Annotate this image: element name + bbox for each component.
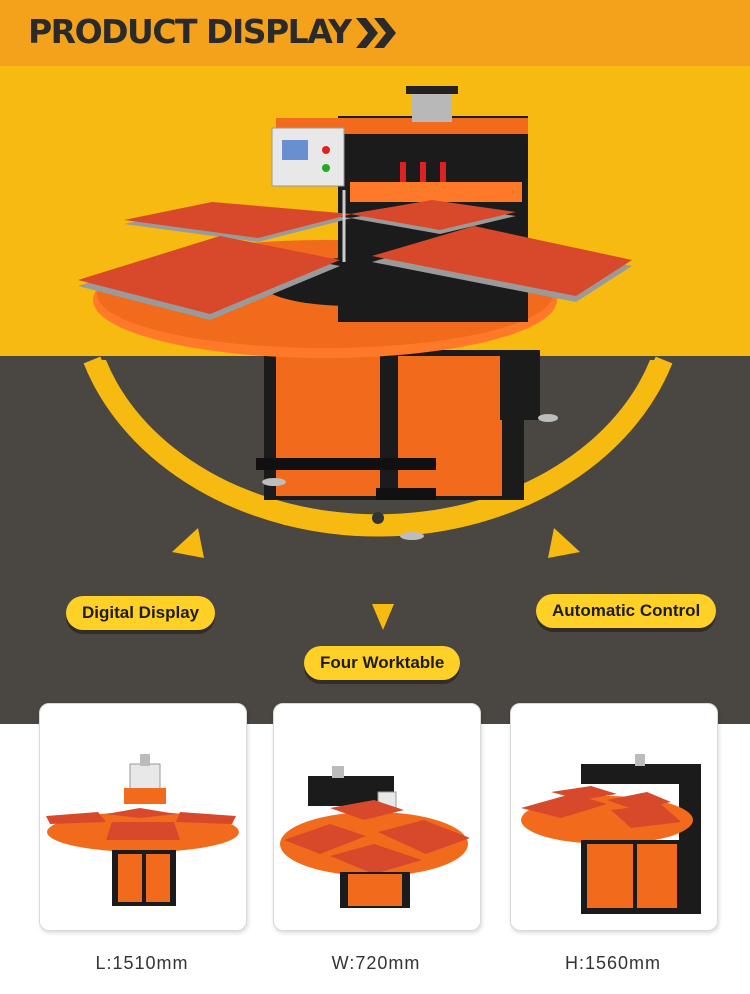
- header-bar: PRODUCT DISPLAY: [0, 0, 750, 66]
- feature-digital-display: Digital Display: [66, 596, 216, 630]
- page-title: PRODUCT DISPLAY: [28, 12, 352, 51]
- machine-front-image: [46, 754, 239, 906]
- arc-pointer-bottom: [372, 604, 394, 630]
- feature-four-worktable: Four Worktable: [304, 646, 461, 680]
- machine-side-image: [521, 754, 701, 914]
- hero-machine-illustration: [78, 86, 673, 630]
- dimension-height: H:1560mm: [564, 953, 662, 973]
- dimension-width: W:720mm: [331, 953, 421, 973]
- arc-pointer-right: [548, 528, 580, 558]
- thumbnail-front-view: [39, 703, 247, 931]
- arc-pointer-left: [172, 528, 204, 558]
- machine-cabinet: [256, 350, 558, 540]
- feature-automatic-control: Automatic Control: [536, 594, 717, 628]
- thumbnail-angled-view: [273, 703, 481, 931]
- dimension-length: L:1510mm: [95, 953, 189, 973]
- heat-platens: [78, 190, 632, 320]
- machine-angled-image: [280, 766, 470, 908]
- thumbnail-side-view: [510, 703, 718, 931]
- double-chevron-right-icon: [356, 18, 396, 48]
